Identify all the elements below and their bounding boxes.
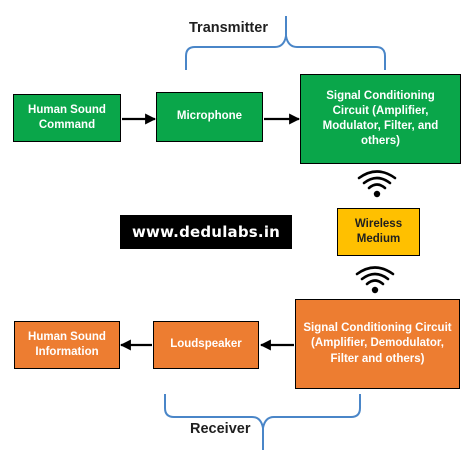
human-sound-information-label: Human Sound Information [28, 330, 106, 358]
wifi-signal-icon [355, 266, 395, 294]
loudspeaker-label: Loudspeaker [170, 338, 242, 351]
tx-signal-conditioning-box: Signal Conditioning Circuit (Amplifier, … [300, 74, 461, 164]
transmitter-heading: Transmitter [189, 20, 268, 36]
loudspeaker-box: Loudspeaker [153, 321, 259, 369]
microphone-label: Microphone [176, 110, 243, 123]
microphone-box: Microphone [156, 92, 263, 142]
tx-signal-conditioning-label: Signal Conditioning Circuit (Amplifier, … [322, 89, 439, 148]
wifi-signal-icon [357, 170, 397, 198]
wireless-medium-box: Wireless Medium [337, 208, 420, 256]
human-sound-command-box: Human Sound Command [13, 94, 121, 142]
rx-signal-conditioning-box: Signal Conditioning Circuit (Amplifier, … [295, 299, 460, 389]
receiver-bracket [164, 394, 361, 429]
website-watermark: www.dedulabs.in [120, 215, 292, 249]
transmitter-bracket [185, 35, 386, 70]
wireless-medium-label: Wireless Medium [354, 217, 403, 245]
human-sound-information-box: Human Sound Information [14, 321, 120, 369]
human-sound-command-label: Human Sound Command [28, 103, 106, 131]
receiver-heading: Receiver [190, 421, 251, 437]
rx-signal-conditioning-label: Signal Conditioning Circuit (Amplifier, … [303, 322, 452, 365]
